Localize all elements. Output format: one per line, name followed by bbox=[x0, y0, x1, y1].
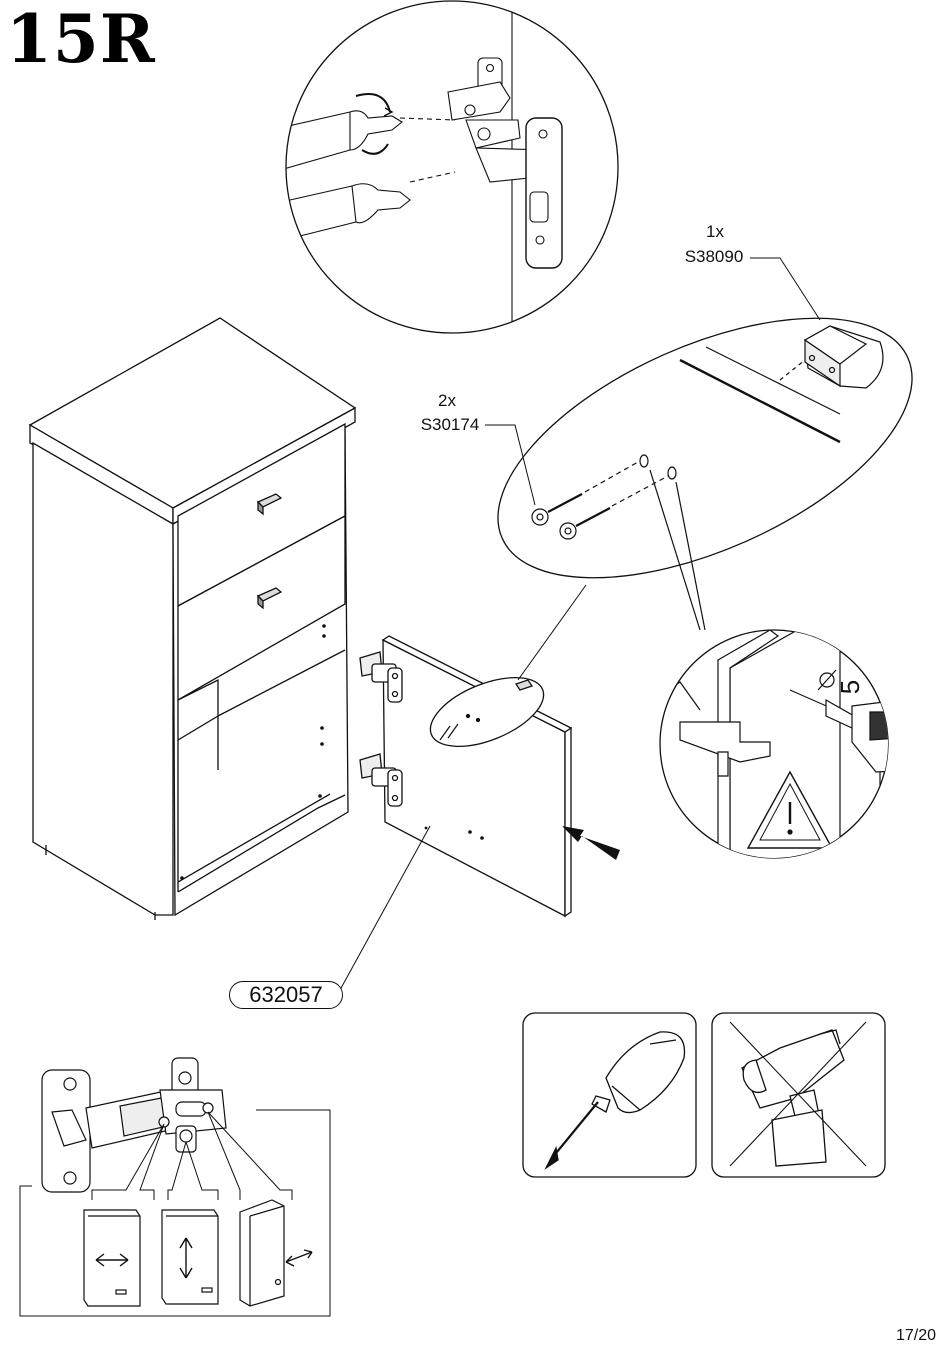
drill-detail-circle bbox=[660, 606, 916, 870]
door-part-code: 632057 bbox=[229, 981, 343, 1009]
screw-quantity: 2x bbox=[435, 392, 459, 409]
handle-part-code: S38090 bbox=[676, 248, 752, 265]
drill-diameter-label: 5 bbox=[837, 677, 863, 697]
screw-part-code: S30174 bbox=[412, 416, 488, 433]
hinge-adjustment-guide bbox=[20, 1058, 330, 1316]
handle-quantity: 1x bbox=[703, 223, 727, 240]
page-number: 17/20 bbox=[896, 1327, 936, 1345]
hinge-detail-circle bbox=[280, 0, 618, 340]
cabinet bbox=[30, 318, 355, 920]
handle-mounting-detail bbox=[461, 258, 950, 631]
tool-cordless-drill-box bbox=[712, 1013, 885, 1177]
tool-screwdriver-box bbox=[523, 1013, 696, 1177]
door-panel bbox=[340, 585, 586, 990]
hinge-adjust-arrows-icon bbox=[84, 1200, 312, 1306]
